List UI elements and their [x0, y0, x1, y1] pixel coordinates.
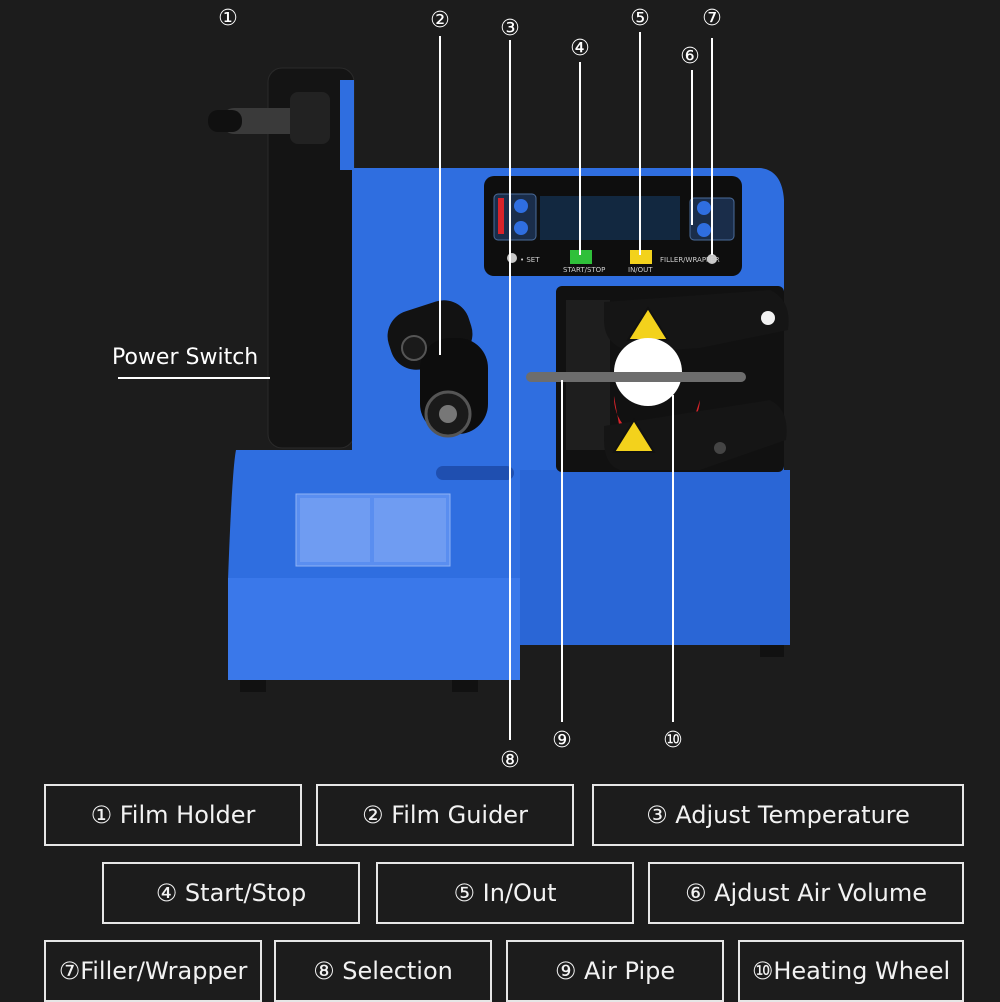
- legend-film-guider: ② Film Guider: [316, 784, 574, 846]
- control-panel: • SET START/STOP IN/OUT FILLER/WRAPPER: [484, 176, 742, 276]
- panel-label-start-stop: START/STOP: [563, 266, 605, 274]
- callout-5: ⑤: [630, 6, 650, 31]
- panel-label-in-out: IN/OUT: [628, 266, 653, 274]
- callout-3: ③: [500, 16, 520, 41]
- legend-air-pipe: ⑨ Air Pipe: [506, 940, 724, 1002]
- callout-7: ⑦: [702, 6, 722, 31]
- heating-unit: [526, 286, 789, 472]
- legend-in-out: ⑤ In/Out: [376, 862, 634, 924]
- legend-adjust-temperature: ③ Adjust Temperature: [592, 784, 964, 846]
- callout-9: ⑨: [552, 728, 572, 753]
- callout-8: ⑧: [500, 748, 520, 773]
- callout-1: ①: [218, 6, 238, 31]
- callout-10: ⑩: [663, 728, 683, 753]
- film-guider: [387, 300, 488, 438]
- legend-selection: ⑧ Selection: [274, 940, 492, 1002]
- panel-label-filler-wrapper: FILLER/WRAPPER: [660, 256, 720, 264]
- callout-2: ②: [430, 8, 450, 33]
- legend-adjust-air-volume: ⑥ Ajdust Air Volume: [648, 862, 964, 924]
- legend-heating-wheel: ⑩Heating Wheel: [738, 940, 964, 1002]
- legend-film-holder: ① Film Holder: [44, 784, 302, 846]
- legend-filler-wrapper: ⑦Filler/Wrapper: [44, 940, 262, 1002]
- panel-label-set: • SET: [520, 256, 540, 264]
- power-switch-label: Power Switch: [112, 345, 259, 370]
- machine-illustration: • SET START/STOP IN/OUT FILLER/WRAPPER: [208, 32, 790, 740]
- film-holder: [208, 67, 355, 449]
- callout-4: ④: [570, 36, 590, 61]
- callout-6: ⑥: [680, 44, 700, 69]
- leader-lines: [439, 32, 713, 740]
- power-switch-underline: [118, 377, 270, 379]
- legend-start-stop: ④ Start/Stop: [102, 862, 360, 924]
